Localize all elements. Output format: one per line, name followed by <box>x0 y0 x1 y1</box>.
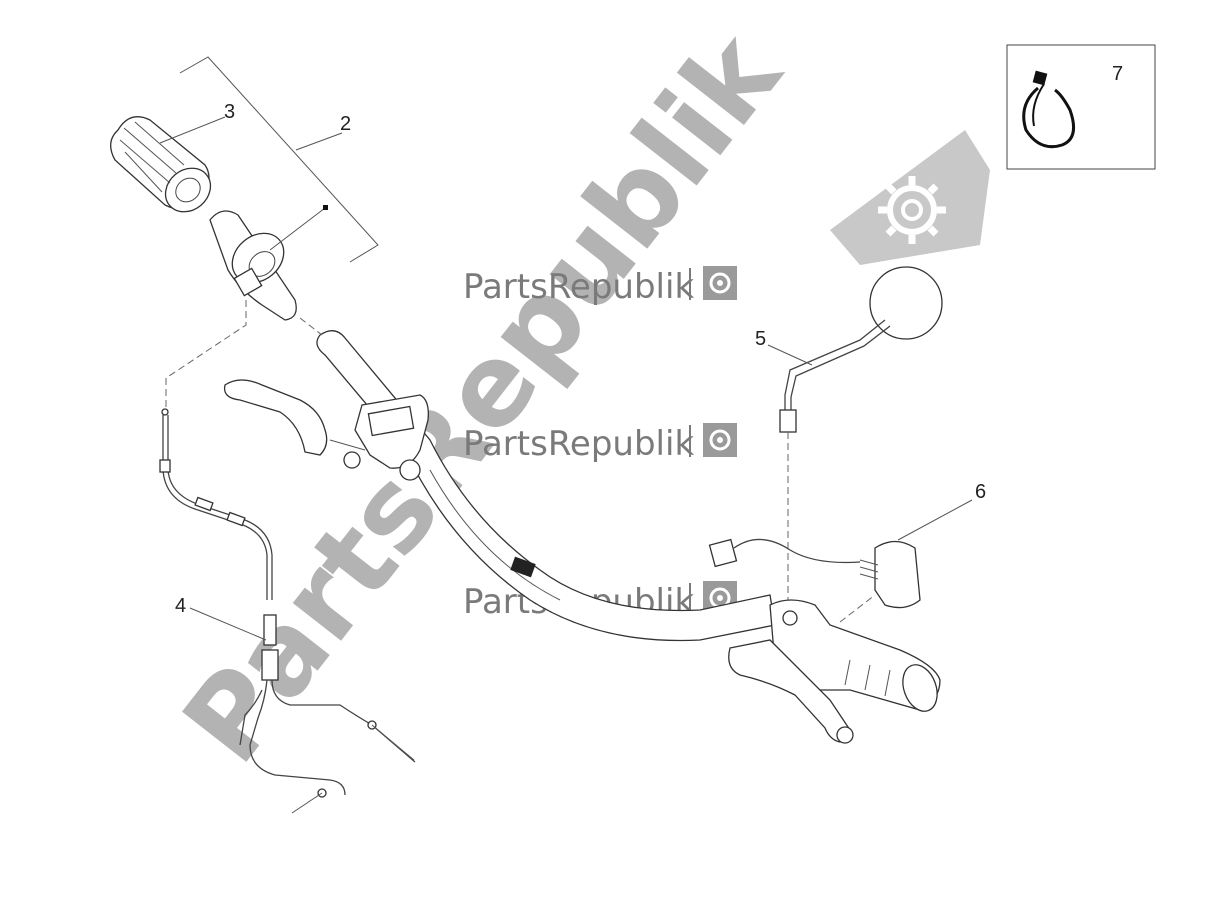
gear-icon <box>703 266 737 300</box>
callout-2: 2 <box>340 113 351 135</box>
part-7-box <box>1006 44 1156 170</box>
watermark-row-1: PartsRepublik <box>463 266 737 307</box>
part-right-control <box>728 599 941 744</box>
part-switch <box>708 538 921 623</box>
callout-3: 3 <box>224 101 235 123</box>
gear-icon <box>878 176 946 244</box>
watermark-text: PartsRepublik <box>463 424 694 464</box>
part-mirror <box>779 266 943 600</box>
watermark-row-2: PartsRepublik <box>463 423 737 464</box>
leader-lines <box>159 116 973 641</box>
part-brake-lever-left <box>223 379 429 481</box>
callouts: 3 2 4 5 6 7 <box>175 63 1123 617</box>
part-throttle-cable <box>159 300 416 814</box>
cable-tie-icon <box>1022 70 1076 149</box>
part-throttle <box>209 205 328 321</box>
group-bracket <box>179 56 379 263</box>
part-grip-left <box>110 116 212 213</box>
callout-7: 7 <box>1112 63 1123 85</box>
gear-icon <box>703 423 737 457</box>
watermark-gear-badge <box>830 130 990 265</box>
callout-4: 4 <box>175 595 186 617</box>
watermark-text: PartsRepublik <box>463 267 694 307</box>
callout-6: 6 <box>975 481 986 503</box>
callout-5: 5 <box>755 328 766 350</box>
